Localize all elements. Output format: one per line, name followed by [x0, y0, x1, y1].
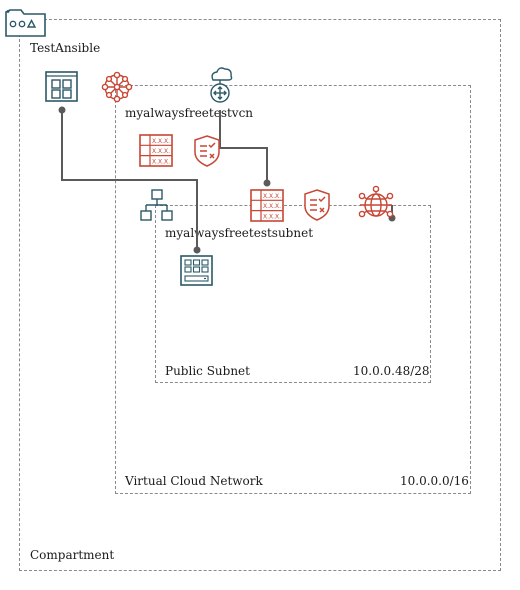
compute-vm-icon[interactable] — [180, 255, 213, 286]
svg-text:X.X.X.: X.X.X. — [263, 203, 281, 210]
subnet-container — [155, 205, 431, 383]
subnet-type-label: Public Subnet — [165, 364, 250, 378]
subnet-cidr: 10.0.0.48/28 — [353, 364, 430, 378]
svg-text:X.X.X.: X.X.X. — [152, 138, 170, 145]
vcn-container — [115, 85, 471, 494]
connector-gateway-to-route-table — [219, 110, 268, 183]
svg-text:X.X.X.: X.X.X. — [152, 148, 170, 155]
connector-dot — [58, 106, 66, 114]
compartment-type-label: Compartment — [30, 548, 115, 562]
subnet-route-table-icon[interactable]: X.X.X. X.X.X. X.X.X. — [250, 189, 284, 222]
svg-text:X.X.X.: X.X.X. — [152, 158, 170, 165]
route-table-icon[interactable]: X.X.X. X.X.X. X.X.X. — [139, 134, 173, 167]
connector-instance-to-vm — [61, 110, 198, 250]
subnet-name: myalwaysfreetestsubnet — [165, 226, 314, 240]
vcn-type-label: Virtual Cloud Network — [125, 474, 263, 488]
compartment-name: TestAnsible — [30, 41, 101, 55]
security-list-icon[interactable] — [194, 135, 220, 167]
vcn-network-icon[interactable] — [101, 71, 133, 103]
internet-globe-icon[interactable] — [358, 185, 394, 218]
svg-text:X.X.X.: X.X.X. — [263, 213, 281, 220]
compartment-container — [19, 19, 501, 571]
vcn-cidr: 10.0.0.0/16 — [400, 474, 469, 488]
internet-gateway-icon[interactable] — [210, 67, 233, 103]
compartment-folder-icon[interactable] — [5, 9, 46, 37]
connector-dot — [263, 179, 271, 187]
vcn-name: myalwaysfreetestvcn — [125, 106, 254, 120]
connector-dot — [193, 246, 201, 254]
svg-text:X.X.X.: X.X.X. — [263, 193, 281, 200]
connector-lines — [61, 110, 393, 250]
subnet-icon[interactable] — [140, 189, 173, 221]
compute-instance-icon[interactable] — [45, 71, 78, 102]
subnet-security-list-icon[interactable] — [304, 189, 330, 221]
